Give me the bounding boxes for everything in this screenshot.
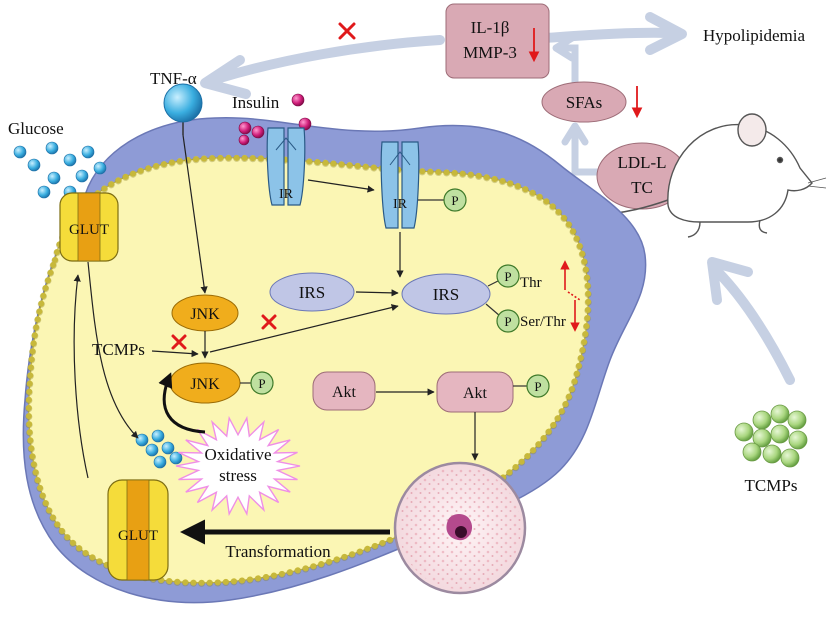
phosphate-serthr: P Ser/Thr	[485, 303, 566, 333]
jnk-top-node: JNK	[171, 294, 239, 332]
ir-right-label: IR	[393, 197, 408, 212]
inhibit-x-icon	[171, 22, 356, 350]
arrow-to-cell	[215, 35, 445, 83]
phosphate-jnk: P	[240, 371, 274, 395]
phosphate-thr: P Thr	[487, 264, 542, 291]
glut-bottom-label: GLUT	[118, 528, 158, 544]
glucose-label: Glucose	[8, 119, 64, 138]
glut-transporter-top: GLUT	[59, 192, 119, 262]
stress-label: stress	[219, 466, 257, 485]
jnk-bottom-node: JNK	[169, 362, 241, 404]
red-up-down-arrows-icon	[560, 260, 581, 332]
mmp3-label: MMP-3	[463, 43, 517, 62]
thr-label: Thr	[520, 275, 542, 291]
glut-transporter-bottom: GLUT	[107, 479, 169, 581]
tnf-label: TNF-α	[150, 69, 197, 88]
il1b-label: IL-1β	[471, 18, 510, 37]
arrow-sfas-to-il	[556, 44, 579, 86]
arrow-tcmps-to-mouse	[713, 267, 795, 385]
irs-right-label: IRS	[433, 285, 459, 304]
tc-label: TC	[631, 178, 653, 197]
oxidative-label: Oxidative	[204, 445, 271, 464]
akt-left-label: Akt	[332, 384, 357, 401]
arrow-ir-to-ir	[307, 179, 375, 193]
glucose-inside-icon	[135, 429, 183, 469]
jnk-bottom-label: JNK	[190, 376, 220, 393]
ir-receptor-left: IR	[266, 127, 306, 206]
phosphate-akt: P	[513, 374, 550, 398]
irs-left-label: IRS	[299, 283, 325, 302]
arrow-glut-up	[73, 274, 89, 479]
svg-text:P: P	[504, 314, 511, 329]
glut-top-label: GLUT	[69, 222, 109, 238]
transformation-label: Transformation	[225, 542, 331, 561]
arrow-to-hypolipidemia	[540, 27, 675, 43]
hypolipidemia-label: Hypolipidemia	[703, 26, 805, 45]
sfas-node: SFAs	[541, 81, 643, 123]
svg-text:P: P	[504, 269, 511, 284]
serthr-label: Ser/Thr	[520, 314, 566, 330]
svg-text:P: P	[534, 379, 541, 394]
tcmps-inner-label: TCMPs	[92, 340, 145, 359]
arrow-jnk-to-irs	[209, 304, 399, 353]
akt-left-node: Akt	[312, 371, 376, 411]
ir-left-label: IR	[279, 187, 294, 202]
arrow-ldl-to-sfas	[571, 126, 604, 176]
nucleus-icon	[393, 461, 527, 595]
svg-text:P: P	[258, 376, 265, 391]
tcmps-outer-label: TCMPs	[745, 476, 798, 495]
irs-right-node: IRS	[401, 273, 491, 315]
phosphate-ir: P	[418, 188, 467, 212]
oxidative-stress-starburst: Oxidative stress	[175, 415, 301, 517]
ir-receptor-right: IR	[380, 141, 420, 229]
insulin-molecules-icon	[238, 93, 312, 146]
arrow-stress-to-jnk	[158, 372, 206, 434]
tnf-alpha-icon	[163, 83, 203, 135]
insulin-label: Insulin	[232, 93, 280, 112]
akt-right-label: Akt	[463, 385, 488, 402]
arrow-irs-to-irs	[355, 289, 399, 297]
arrow-glut-down	[87, 261, 139, 439]
ldl-label: LDL-L	[617, 153, 666, 172]
p-label: P	[451, 193, 458, 208]
tcmps-cluster-icon	[734, 404, 808, 468]
gray-flow-arrows	[200, 12, 795, 385]
irs-left-node: IRS	[269, 272, 355, 312]
arrow-tnf-to-jnk	[182, 134, 208, 294]
sfas-label: SFAs	[566, 93, 603, 112]
jnk-top-label: JNK	[190, 306, 220, 323]
akt-right-node: Akt	[436, 371, 514, 413]
arrow-tcmps-to-jnk	[151, 349, 199, 358]
il1b-mmp3-box: IL-1β MMP-3	[445, 3, 550, 79]
